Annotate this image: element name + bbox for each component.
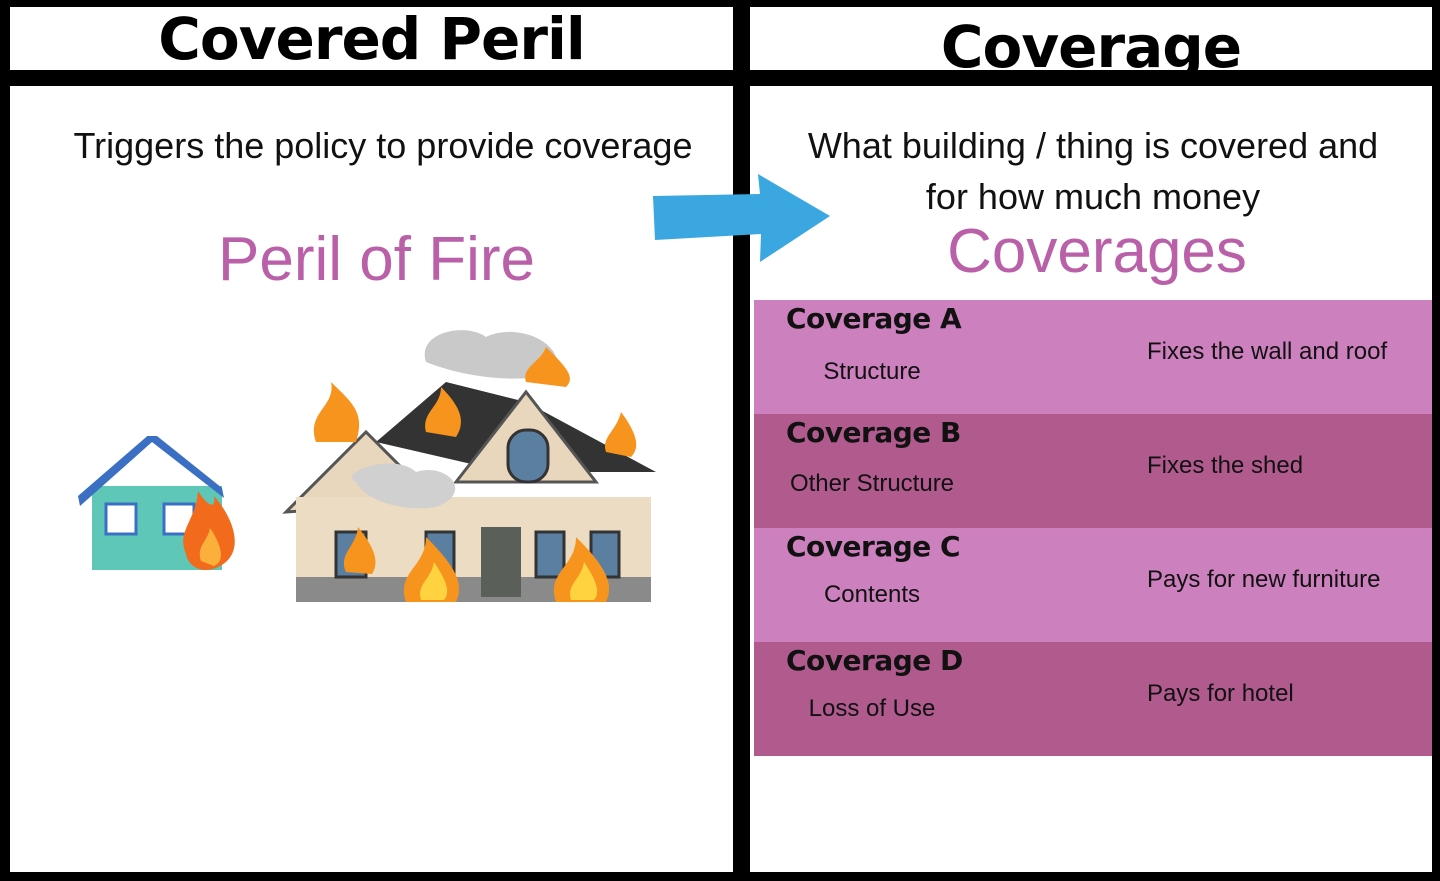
right-description: What building / thing is covered and for…: [750, 120, 1436, 222]
arrow-right-icon: [653, 174, 830, 262]
peril-title: Peril of Fire: [218, 225, 535, 294]
burning-house-illustration: [282, 330, 656, 602]
small-house-fire-icon: [78, 436, 235, 571]
coverage-name: Coverage D: [786, 644, 963, 677]
coverage-name: Coverage C: [786, 530, 961, 563]
coverage-detail: Pays for new furniture: [1147, 566, 1381, 593]
covered-peril-header: Covered Peril: [10, 7, 733, 70]
coverage-row: Coverage A Structure Fixes the wall and …: [754, 300, 1432, 414]
coverage-detail: Fixes the shed: [1147, 452, 1304, 479]
coverage-name: Coverage B: [786, 416, 961, 449]
description-line: for how much money: [925, 176, 1261, 217]
header-text: Coverage: [940, 12, 1242, 71]
coverage-row: Coverage B Other Structure Fixes the she…: [754, 414, 1432, 528]
coverage-detail: Fixes the wall and roof: [1147, 338, 1388, 365]
coverage-row: Coverage D Loss of Use Pays for hotel: [754, 642, 1432, 756]
left-panel: Triggers the policy to provide coverage …: [10, 86, 733, 872]
coverages-title: Coverages: [947, 217, 1247, 286]
coverage-row: Coverage C Contents Pays for new furnitu…: [754, 528, 1432, 642]
coverage-header: Coverage: [750, 7, 1432, 70]
header-text: Covered Peril: [158, 7, 585, 70]
coverage-detail: Pays for hotel: [1147, 680, 1294, 707]
coverage-type: Contents: [823, 581, 921, 608]
coverage-name: Coverage A: [786, 302, 962, 335]
coverage-type: Other Structure: [789, 470, 955, 497]
left-description: Triggers the policy to provide coverage: [73, 125, 693, 166]
coverage-type: Structure: [823, 358, 921, 385]
coverage-type: Loss of Use: [808, 695, 936, 722]
description-line: What building / thing is covered and: [807, 125, 1379, 166]
